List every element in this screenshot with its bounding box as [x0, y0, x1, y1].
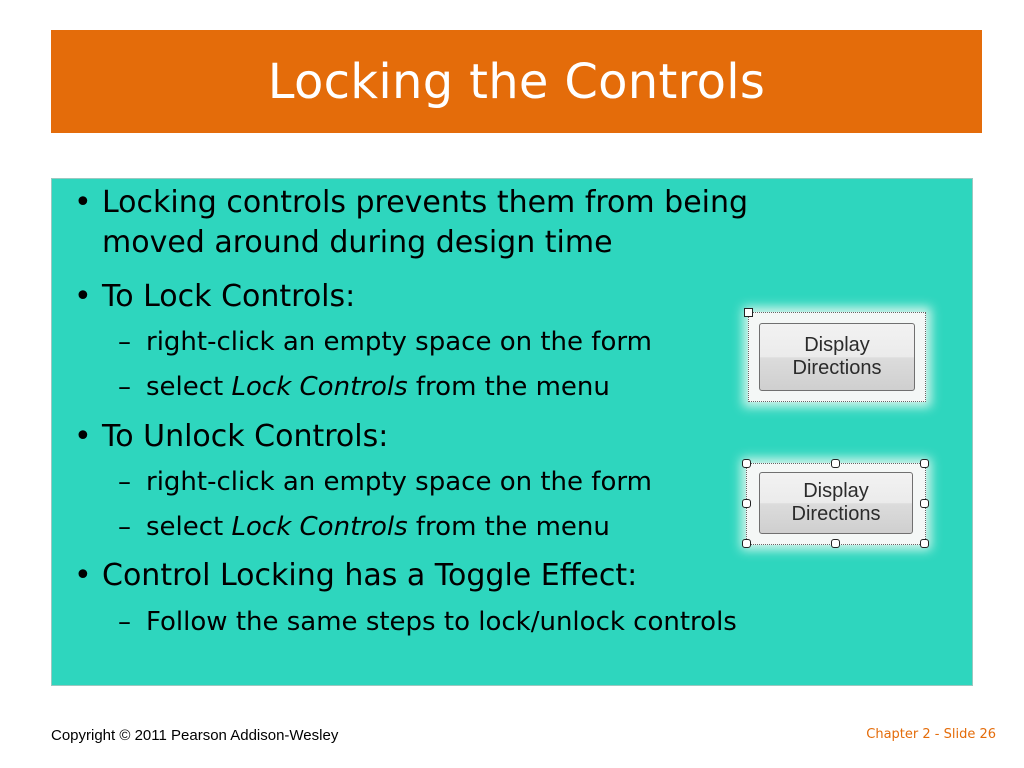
sub-bullet-text: right-click an empty space on the form: [146, 467, 652, 497]
sub-bullet-marker: –: [118, 327, 131, 357]
sub-bullet-suffix: from the menu: [407, 372, 610, 402]
display-directions-button-locked: Display Directions: [759, 323, 915, 391]
button-label-line: Directions: [792, 357, 882, 379]
title-bar: Locking the Controls: [51, 30, 982, 133]
sub-bullet-item: –right-click an empty space on the form: [118, 465, 652, 499]
sub-bullet-marker: –: [118, 372, 131, 402]
button-label-line: Directions: [791, 503, 881, 525]
menu-item-name: Lock Controls: [231, 372, 408, 402]
button-label-line: Display: [803, 480, 869, 502]
lock-handle-icon: [744, 308, 753, 317]
resize-handle-icon: [831, 539, 840, 548]
bullet-text: Control Locking has a Toggle Effect:: [102, 558, 638, 593]
resize-handle-icon: [742, 539, 751, 548]
footer-slide-number: Chapter 2 - Slide 26: [866, 727, 996, 742]
menu-item-name: Lock Controls: [231, 512, 408, 542]
sub-bullet-item: –select Lock Controls from the menu: [118, 370, 610, 404]
bullet-item: • To Lock Controls:: [74, 277, 854, 317]
bullet-item: • Control Locking has a Toggle Effect:: [74, 556, 854, 596]
resize-handle-icon: [920, 499, 929, 508]
sub-bullet-prefix: select: [146, 372, 232, 402]
content-box: • Locking controls prevents them from be…: [51, 178, 973, 686]
sub-bullet-suffix: from the menu: [407, 512, 610, 542]
button-label-line: Display: [804, 334, 870, 356]
resize-handle-icon: [831, 459, 840, 468]
sub-bullet-item: –Follow the same steps to lock/unlock co…: [118, 605, 737, 639]
bullet-text: To Unlock Controls:: [102, 419, 389, 454]
sub-bullet-text: right-click an empty space on the form: [146, 327, 652, 357]
bullet-text: To Lock Controls:: [102, 279, 356, 314]
resize-handle-icon: [920, 459, 929, 468]
bullet-text: Locking controls prevents them from bein…: [102, 185, 749, 260]
bullet-marker: •: [74, 558, 92, 593]
locked-button-figure: Display Directions: [744, 308, 926, 402]
bullet-marker: •: [74, 279, 92, 314]
resize-handle-icon: [742, 499, 751, 508]
sub-bullet-text: Follow the same steps to lock/unlock con…: [146, 607, 737, 637]
sub-bullet-marker: –: [118, 607, 131, 637]
sub-bullet-marker: –: [118, 467, 131, 497]
bullet-marker: •: [74, 419, 92, 454]
footer-copyright: Copyright © 2011 Pearson Addison-Wesley: [51, 727, 339, 744]
resize-handle-icon: [920, 539, 929, 548]
slide-title: Locking the Controls: [267, 53, 766, 110]
resize-handle-icon: [742, 459, 751, 468]
bullet-item: • To Unlock Controls:: [74, 417, 854, 457]
sub-bullet-item: –select Lock Controls from the menu: [118, 510, 610, 544]
display-directions-button-unlocked: Display Directions: [759, 472, 913, 534]
sub-bullet-marker: –: [118, 512, 131, 542]
unlocked-button-figure: Display Directions: [742, 459, 929, 548]
sub-bullet-item: –right-click an empty space on the form: [118, 325, 652, 359]
bullet-marker: •: [74, 185, 92, 220]
bullet-item: • Locking controls prevents them from be…: [74, 183, 854, 263]
sub-bullet-prefix: select: [146, 512, 232, 542]
